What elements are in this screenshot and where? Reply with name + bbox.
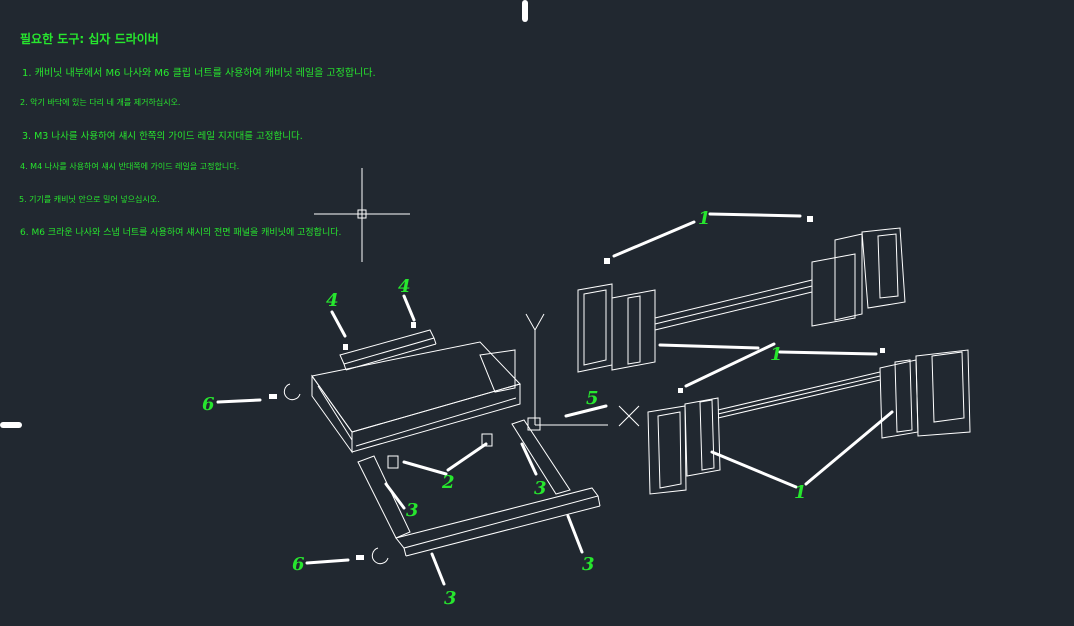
small-parts	[269, 216, 885, 565]
callout-6: 6	[292, 554, 305, 575]
instruction-step-2: 2. 악기 바닥에 있는 다리 네 개를 제거하십시오.	[20, 98, 181, 107]
instruction-step-3: 3. M3 나사를 사용하여 섀시 한쪽의 가이드 레일 지지대를 고정합니다.	[22, 131, 303, 142]
instruction-step-6: 6. M6 크라운 나사와 스냅 너트를 사용하여 섀시의 전면 패널을 캐비닛…	[20, 228, 342, 238]
callout-2: 2	[441, 472, 455, 493]
leader-lines	[216, 212, 894, 586]
callout-6: 6	[202, 394, 215, 415]
instruction-step-4: 4. M4 나사를 사용하여 섀시 반대쪽에 가이드 레일을 고정합니다.	[20, 162, 240, 171]
callout-3: 3	[406, 500, 419, 521]
ucs-axis-icon	[525, 313, 640, 431]
callout-5: 5	[586, 388, 599, 409]
left-edge-marker	[0, 422, 22, 428]
crosshair-cursor	[314, 168, 410, 262]
instruction-step-5: 5. 기기를 캐비닛 안으로 밀어 넣으십시오.	[19, 195, 160, 204]
callout-numbers: 1 1 1 2 3 3 3 3 4 4 5 6 6	[202, 208, 807, 609]
tools-required-title: 필요한 도구: 십자 드라이버	[20, 32, 159, 46]
callout-1: 1	[698, 208, 711, 229]
instruction-step-1: 1. 캐비닛 내부에서 M6 나사와 M6 클립 너트를 사용하여 캐비닛 레일…	[22, 68, 376, 79]
callout-1: 1	[770, 344, 783, 365]
guide-rail-support	[357, 419, 601, 557]
cabinet-rail-lower	[647, 349, 971, 495]
chassis-guide-rail	[339, 329, 437, 371]
callout-1: 1	[794, 482, 807, 503]
callout-3: 3	[534, 478, 547, 499]
callout-4: 4	[326, 290, 339, 311]
top-edge-marker	[522, 0, 528, 22]
callout-4: 4	[398, 276, 411, 297]
callout-3: 3	[582, 554, 595, 575]
cabinet-rail-upper	[577, 227, 906, 373]
instrument-chassis	[311, 341, 521, 454]
callout-3: 3	[444, 588, 457, 609]
